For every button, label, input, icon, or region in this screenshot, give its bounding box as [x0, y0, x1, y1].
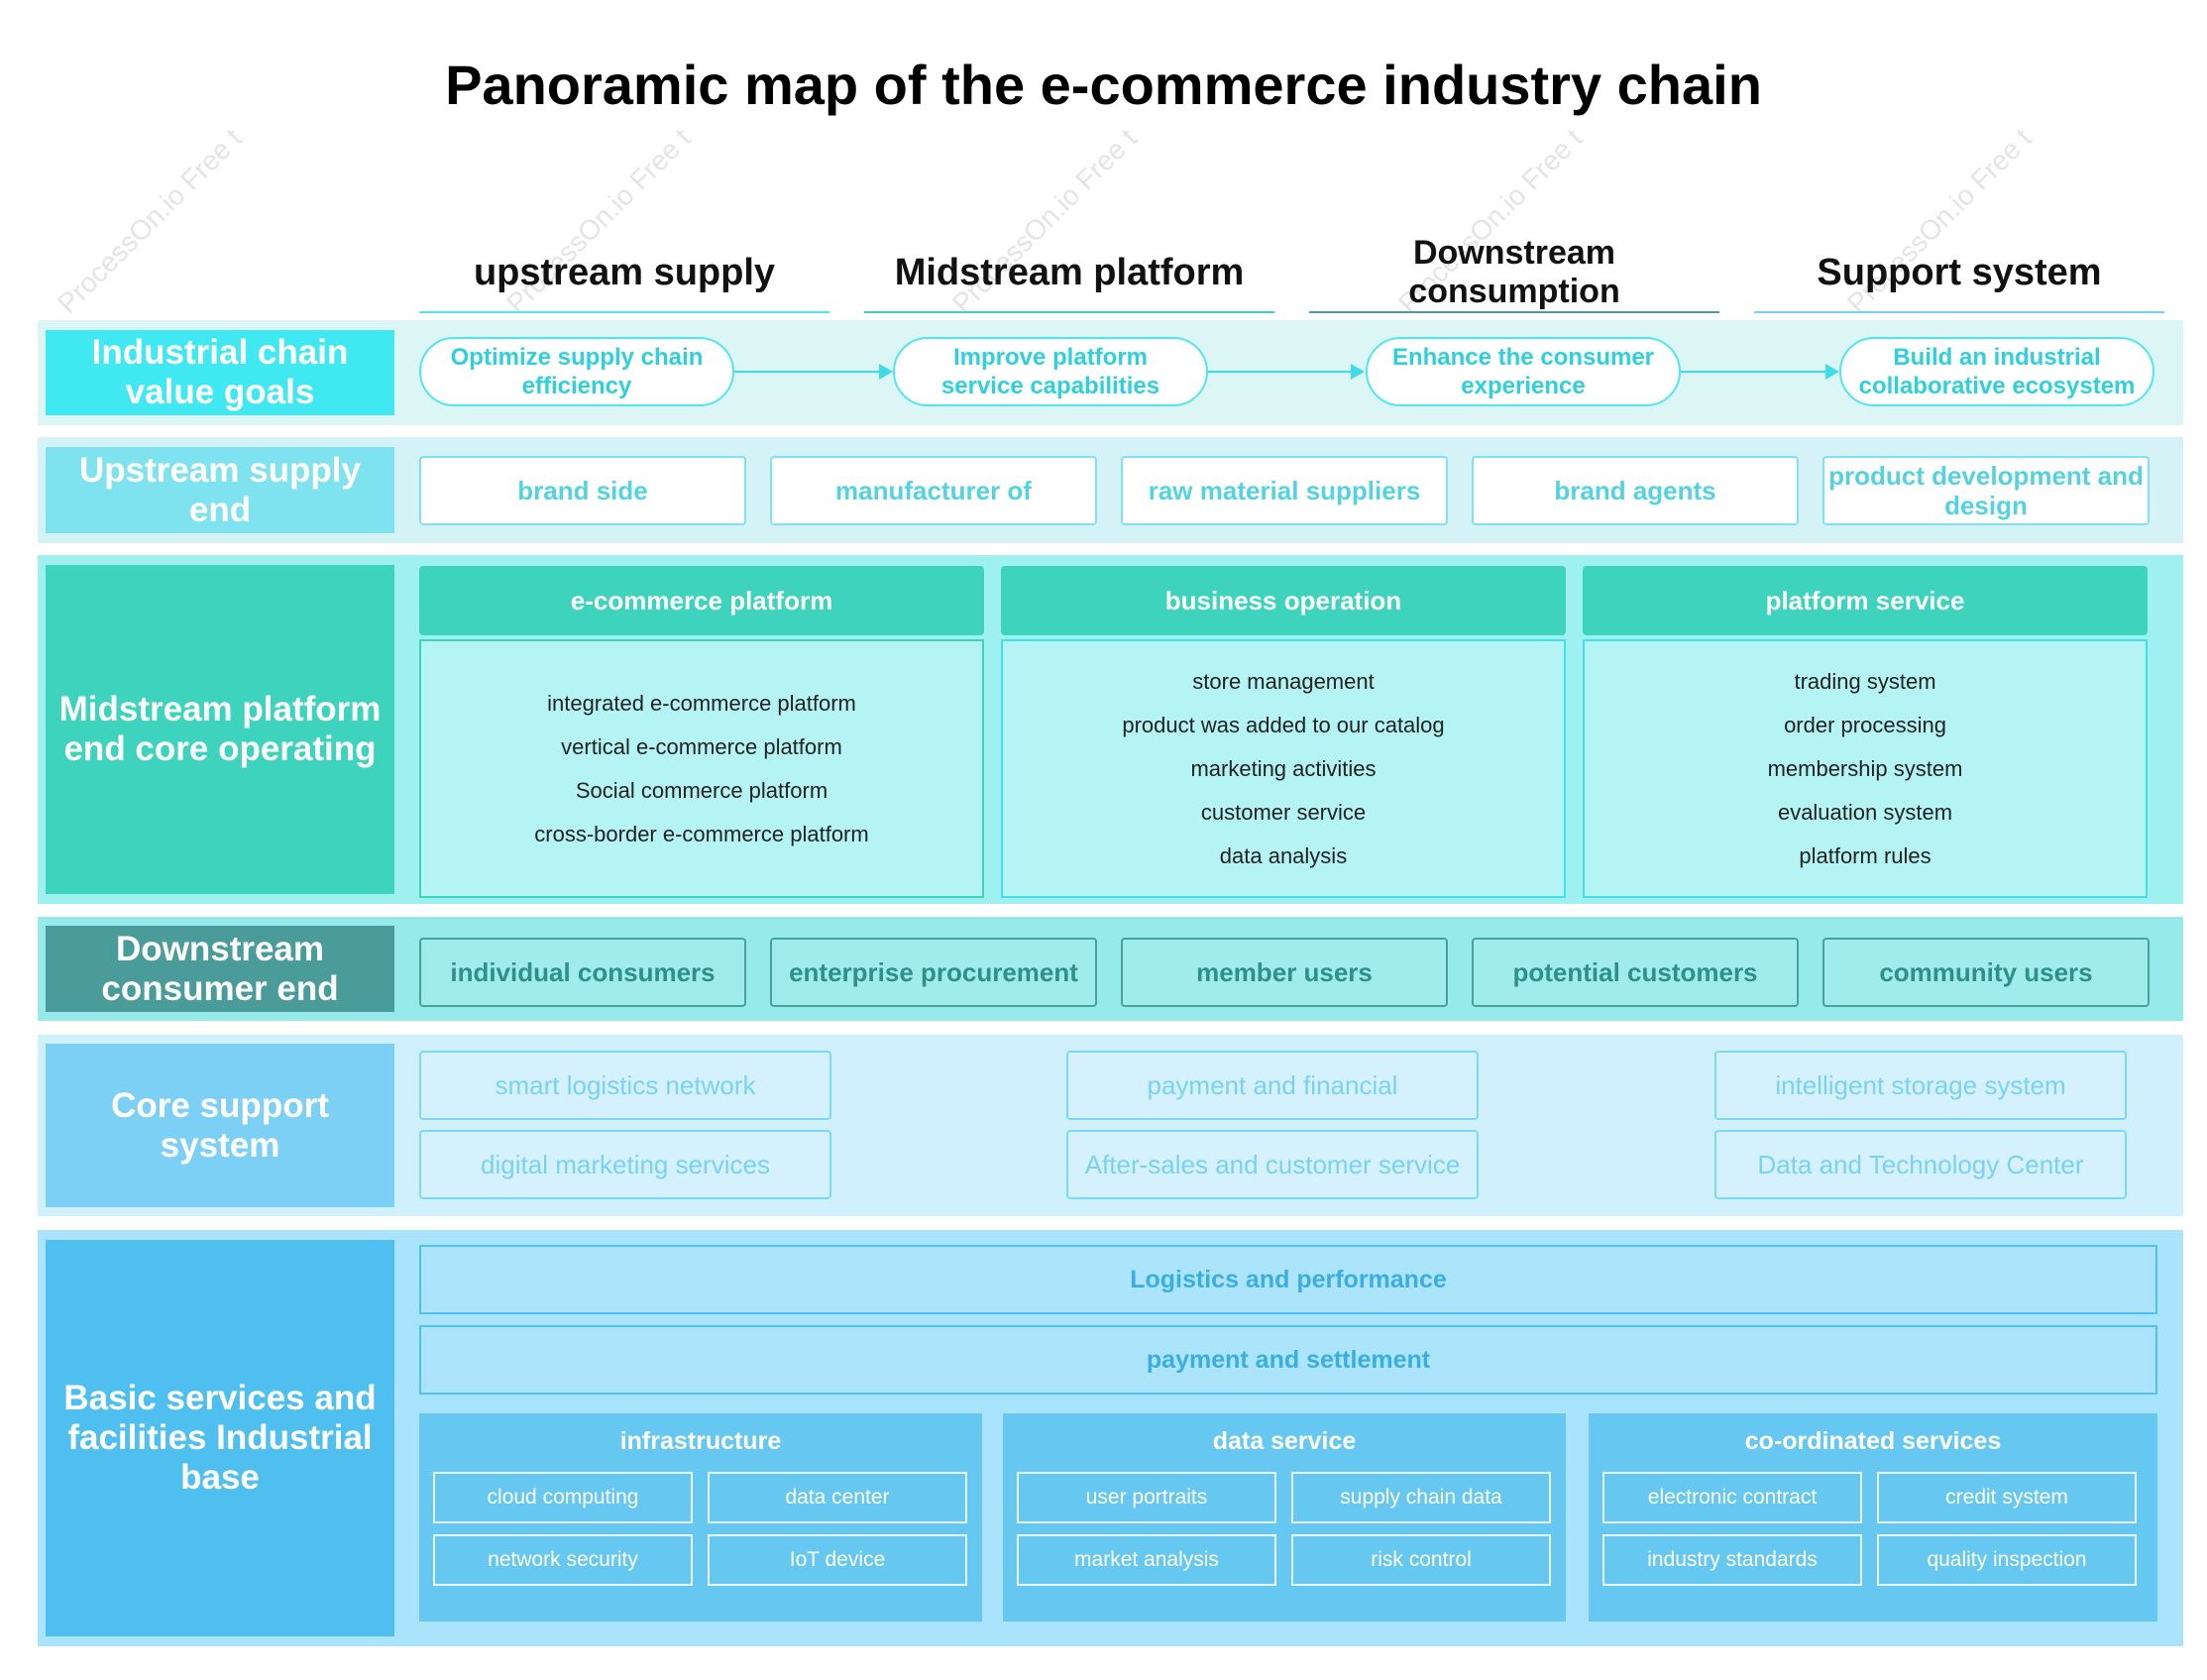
midstream-group-list: trading system order processing membersh… — [1583, 639, 2148, 898]
goal-pill: Build an industrial collaborative ecosys… — [1839, 337, 2154, 406]
support-item: intelligent storage system — [1714, 1051, 2127, 1120]
arrow-head-icon — [1351, 364, 1365, 380]
list-item: cross-border e-commerce platform — [534, 821, 869, 846]
basic-cell: market analysis — [1017, 1534, 1276, 1586]
column-header-downstream: Downstream consumption — [1309, 234, 1719, 313]
upstream-item: product development and design — [1822, 456, 2150, 525]
list-item: Social commerce platform — [575, 777, 828, 803]
column-header-midstream: Midstream platform — [864, 234, 1274, 313]
midstream-label: Midstream platform end core operating — [46, 565, 394, 894]
list-item: trading system — [1794, 668, 1936, 694]
downstream-item: potential customers — [1472, 938, 1799, 1007]
list-item: store management — [1192, 668, 1375, 694]
basic-cell: user portraits — [1017, 1472, 1276, 1523]
support-label: Core support system — [46, 1044, 394, 1207]
basic-group-title: co-ordinated services — [1744, 1427, 2002, 1455]
list-item: evaluation system — [1777, 799, 1953, 825]
basic-group-title: data service — [1212, 1427, 1357, 1455]
goal-pill: Improve platform service capabilities — [893, 337, 1208, 406]
basic-cell: electronic contract — [1602, 1472, 1862, 1523]
basic-cell: quality inspection — [1877, 1534, 2137, 1586]
downstream-item: member users — [1121, 938, 1448, 1007]
basic-cell: data center — [708, 1472, 967, 1523]
downstream-label: Downstream consumer end — [46, 926, 394, 1012]
upstream-item: raw material suppliers — [1121, 456, 1448, 525]
support-item: digital marketing services — [419, 1130, 831, 1199]
basic-cell: network security — [433, 1534, 693, 1586]
support-item: smart logistics network — [419, 1051, 831, 1120]
support-item: payment and financial — [1066, 1051, 1479, 1120]
list-item: integrated e-commerce platform — [547, 690, 856, 716]
goal-pill: Enhance the consumer experience — [1366, 337, 1681, 406]
page-title: Panoramic map of the e-commerce industry… — [445, 53, 1762, 116]
midstream-group-title: platform service — [1583, 566, 2148, 635]
midstream-group-list: store management product was added to ou… — [1001, 639, 1566, 898]
basic-group: data service user portraits supply chain… — [1003, 1413, 1566, 1622]
value-goals-label: Industrial chain value goals — [46, 330, 394, 415]
basic-bar: payment and settlement — [419, 1325, 2157, 1395]
upstream-label: Upstream supply end — [46, 447, 394, 533]
support-item: After-sales and customer service — [1066, 1130, 1479, 1199]
arrow-head-icon — [879, 364, 893, 380]
list-item: customer service — [1200, 799, 1367, 825]
midstream-group-title: e-commerce platform — [419, 566, 984, 635]
basic-cell: risk control — [1291, 1534, 1551, 1586]
flow-arrow — [734, 371, 881, 373]
midstream-group-list: integrated e-commerce platform vertical … — [419, 639, 984, 898]
downstream-item: community users — [1822, 938, 2150, 1007]
flow-arrow — [1208, 371, 1353, 373]
basic-cell: IoT device — [708, 1534, 967, 1586]
support-item: Data and Technology Center — [1714, 1130, 2127, 1199]
midstream-group-title: business operation — [1001, 566, 1566, 635]
upstream-item: manufacturer of — [770, 456, 1097, 525]
basic-label: Basic services and facilities Industrial… — [46, 1240, 394, 1636]
upstream-item: brand agents — [1472, 456, 1799, 525]
list-item: data analysis — [1219, 842, 1348, 868]
flow-arrow — [1681, 371, 1827, 373]
basic-cell: credit system — [1877, 1472, 2137, 1523]
basic-bar: Logistics and performance — [419, 1245, 2157, 1314]
arrow-head-icon — [1825, 364, 1839, 380]
basic-cell: cloud computing — [433, 1472, 693, 1523]
list-item: vertical e-commerce platform — [561, 733, 842, 759]
column-header-support: Support system — [1754, 234, 2164, 313]
basic-cell: supply chain data — [1291, 1472, 1551, 1523]
list-item: product was added to our catalog — [1122, 712, 1445, 737]
upstream-item: brand side — [419, 456, 746, 525]
watermark: ProcessOn.io Free t — [52, 122, 248, 319]
list-item: platform rules — [1799, 842, 1931, 868]
goal-pill: Optimize supply chain efficiency — [419, 337, 734, 406]
basic-group-title: infrastructure — [619, 1427, 782, 1455]
list-item: membership system — [1767, 755, 1963, 781]
list-item: marketing activities — [1190, 755, 1377, 781]
list-item: order processing — [1784, 712, 1946, 737]
column-header-upstream: upstream supply — [419, 234, 829, 313]
downstream-item: individual consumers — [419, 938, 746, 1007]
basic-group: infrastructure cloud computing data cent… — [419, 1413, 982, 1622]
basic-cell: industry standards — [1602, 1534, 1862, 1586]
downstream-item: enterprise procurement — [770, 938, 1097, 1007]
basic-group: co-ordinated services electronic contrac… — [1589, 1413, 2157, 1622]
